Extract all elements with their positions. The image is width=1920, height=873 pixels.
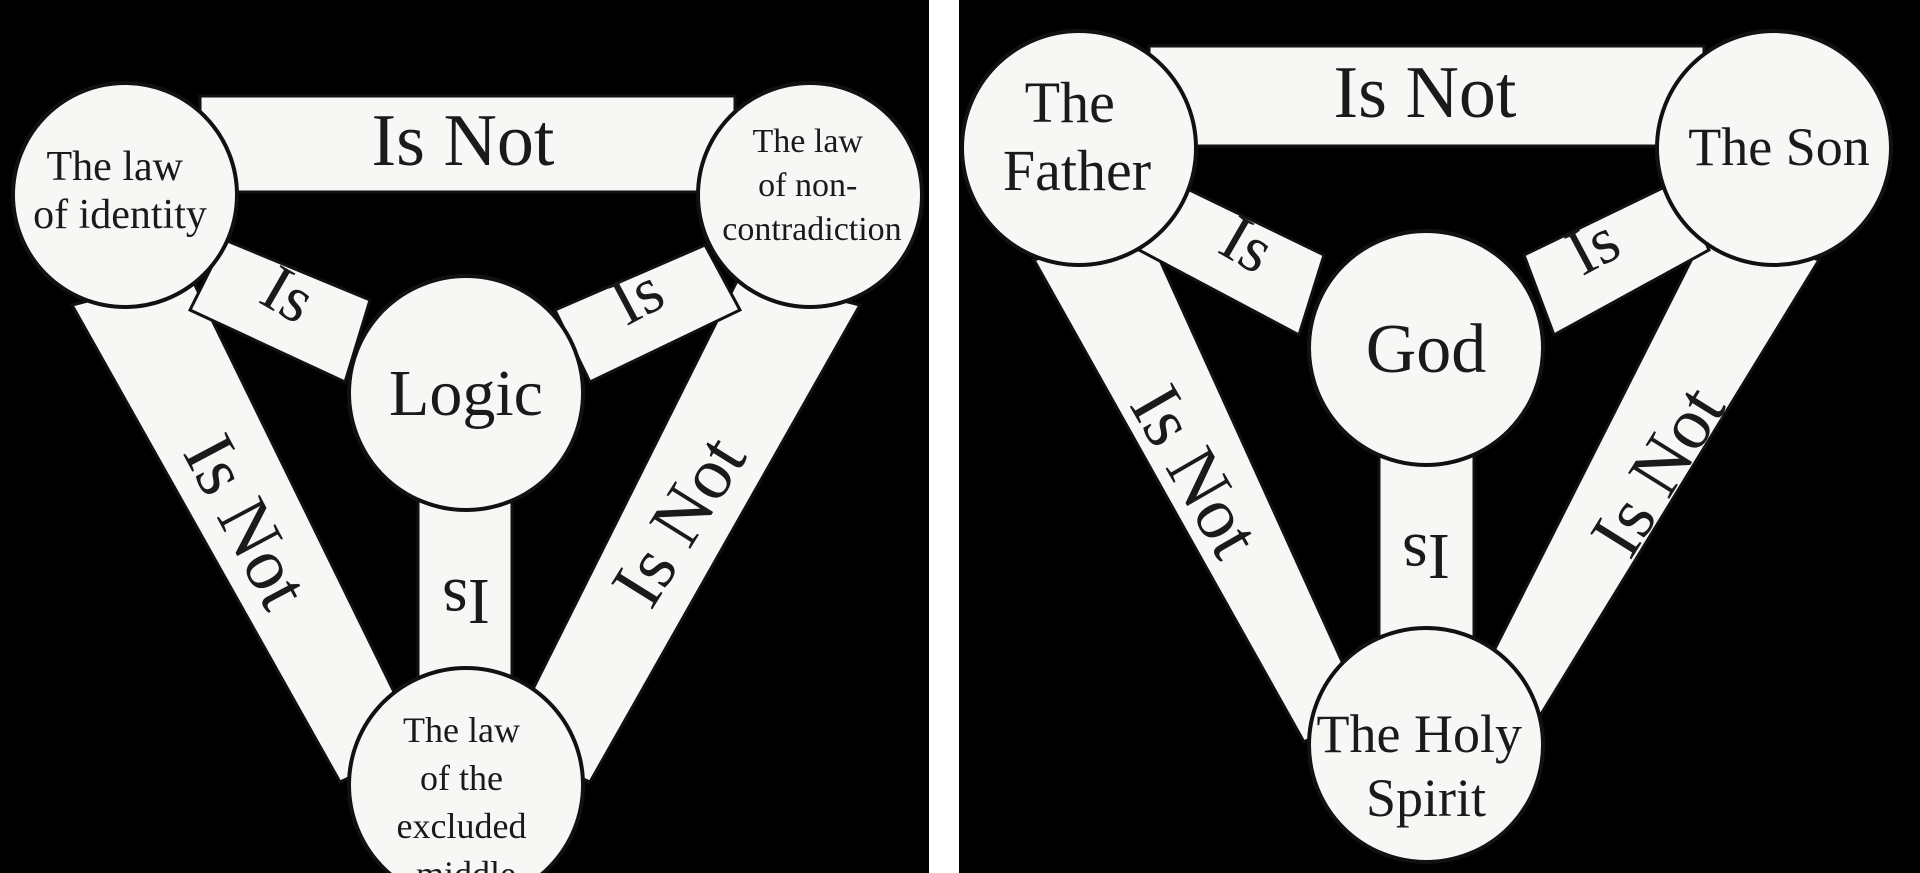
node-law-of-non-contradiction-label: The law of non- contradiction — [722, 123, 901, 248]
node-god-label: God — [1366, 311, 1487, 388]
trinity-diagram-panel: Is Not Is Not Is Not Is Is Is God The Fa… — [959, 0, 1920, 873]
node-law-of-identity — [11, 81, 239, 309]
spoke-top-left-bar — [187, 238, 372, 385]
node-the-holy-spirit — [1307, 626, 1545, 864]
node-law-of-identity-label: The law of identity — [33, 144, 207, 238]
edge-top-label: Is Not — [372, 100, 555, 182]
node-law-of-excluded-middle-label: The law of the excluded middle — [397, 710, 536, 873]
node-god — [1307, 229, 1545, 467]
node-the-holy-spirit-label: The Holy Spirit — [1317, 704, 1536, 828]
logic-diagram: Is Not Is Not Is Not Is Is Is Logic The … — [11, 81, 924, 873]
logic-diagram-panel: Is Not Is Not Is Not Is Is Is Logic The … — [0, 0, 929, 873]
node-the-son — [1655, 29, 1893, 267]
node-law-of-excluded-middle — [347, 666, 585, 873]
node-the-father — [960, 29, 1198, 267]
node-the-father-label: The Father — [1003, 70, 1151, 203]
spoke-bottom-label: Is — [1402, 520, 1450, 593]
spoke-top-right-bar — [1522, 177, 1711, 338]
node-logic-label: Logic — [389, 357, 543, 430]
edge-top-label: Is Not — [1334, 52, 1517, 134]
node-the-son-label: The Son — [1688, 117, 1870, 177]
node-law-of-non-contradiction — [696, 81, 924, 309]
trinity-diagram: Is Not Is Not Is Not Is Is Is God The Fa… — [960, 29, 1893, 864]
spoke-bottom-label: Is — [442, 565, 490, 638]
node-logic — [347, 274, 585, 512]
